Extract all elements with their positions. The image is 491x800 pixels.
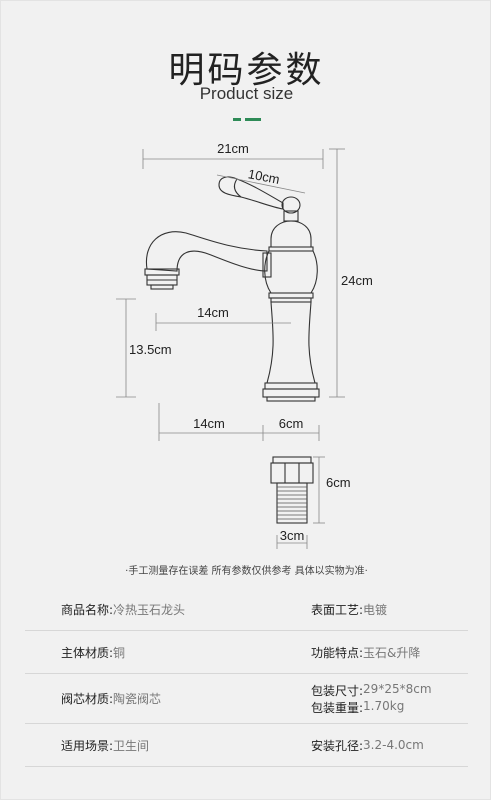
spec-row: 适用场景: 卫生间 安装孔径: 3.2-4.0cm [25,724,468,767]
spec-label: 包装尺寸: [311,683,364,698]
shank-height-label: 6cm [326,475,351,490]
spec-value: 冷热玉石龙头 [113,602,186,617]
spec-value: 玉石&升降 [363,645,421,660]
spec-value: 3.2-4.0cm [363,738,424,752]
spec-label: 包装重量: [311,700,364,715]
accent-segment-long [245,118,261,121]
spec-row: 阀芯材质: 陶瓷阀芯 包装尺寸: 29*25*8cm 包装重量: 1.70kg [25,674,468,724]
spec-label: 阀芯材质: [61,692,114,706]
base-width-label: 6cm [279,416,304,431]
height-label: 24cm [341,273,373,288]
title-accent-bar [233,118,261,121]
spout-outline [145,231,268,272]
shank-nut [272,456,312,464]
spec-hole-size: 安装孔径: 3.2-4.0cm [311,724,481,766]
handle-knob [281,196,301,214]
spec-value: 陶瓷阀芯 [113,692,162,706]
spec-value: 卫生间 [113,738,150,753]
spec-row: 主体材质: 铜 功能特点: 玉石&升降 [25,631,468,674]
overall-width-label: 21cm [217,141,249,156]
spout-height-label: 13.5cm [129,342,172,357]
package-stack: 包装尺寸: 29*25*8cm 包装重量: 1.70kg [311,682,432,716]
faucet-diagram-svg: 21cm 10cm 24cm 14cm 13.5cm 14cm 6cm 6cm … [116,141,373,549]
body-bulb [264,250,318,294]
spec-surface-finish: 表面工艺: 电镀 [311,588,481,630]
accent-segment-short [233,118,241,121]
faucet-outline [144,176,320,524]
package-weight-line: 包装重量: 1.70kg [311,699,432,716]
spec-package: 包装尺寸: 29*25*8cm 包装重量: 1.70kg [311,674,481,723]
shank-diameter-label: 3cm [280,528,305,543]
spout-collar [262,252,272,278]
page-title: 明码参数 [168,50,325,91]
dimension-lines [116,148,345,549]
faucet-dimension-drawing: 21cm 10cm 24cm 14cm 13.5cm 14cm 6cm 6cm … [1,131,491,551]
body-column [266,301,316,384]
spec-scene: 适用场景: 卫生间 [61,724,261,766]
spec-value: 电镀 [363,602,388,617]
base-plate [262,388,320,398]
handle-length-label: 10cm [247,166,281,187]
spec-product-name: 商品名称: 冷热玉石龙头 [61,588,261,630]
base-ring [264,382,318,390]
measurement-disclaimer: ·手工测量存在误差 所有参数仅供参考 具体以实物为准· [125,566,368,577]
spec-label: 适用场景: [61,738,114,753]
spec-body-material: 主体材质: 铜 [61,631,261,673]
spec-table: 商品名称: 冷热玉石龙头 表面工艺: 电镀 主体材质: 铜 功能特点: 玉石&升… [25,588,468,767]
spout-reach-label: 14cm [197,305,229,320]
thread-lines [277,486,307,520]
spec-valve-material: 阀芯材质: 陶瓷阀芯 [61,674,261,723]
spec-label: 表面工艺: [311,602,364,617]
spec-value: 29*25*8cm [363,681,432,696]
handle-lever [218,176,284,210]
spec-features: 功能特点: 玉石&升降 [311,631,481,673]
spec-label: 安装孔径: [311,738,364,753]
package-size-line: 包装尺寸: 29*25*8cm [311,682,432,699]
base-reach-label: 14cm [193,416,225,431]
body-dome [270,220,312,248]
spec-value: 1.70kg [363,698,405,713]
page-subtitle: Product size [199,84,294,103]
spec-row: 商品名称: 冷热玉石龙头 表面工艺: 电镀 [25,588,468,631]
spec-label: 主体材质: [61,645,114,660]
spec-label: 功能特点: [311,645,364,660]
spec-value: 铜 [113,645,126,660]
spec-label: 商品名称: [61,602,114,617]
